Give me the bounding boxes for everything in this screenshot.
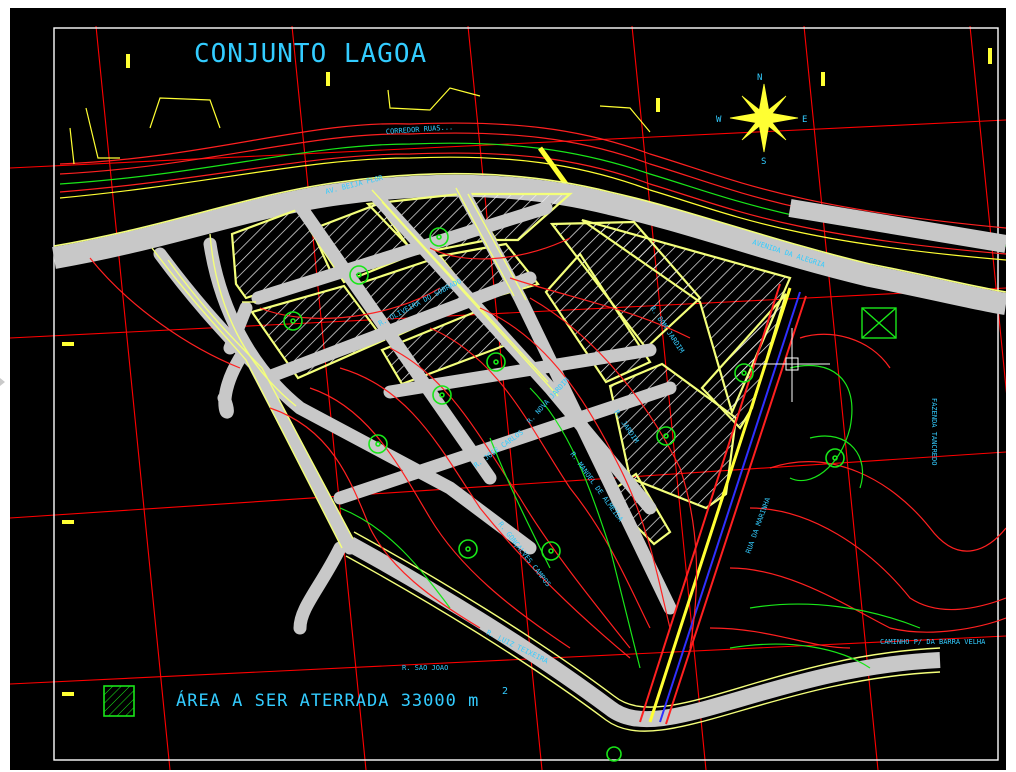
site-plan-drawing[interactable]: N S W E CONJUNTO LAGOA CORREDOR RUAS... … xyxy=(10,8,1006,770)
label-lower-right: CAMINHO P/ DA BARRA VELHA xyxy=(880,638,986,646)
compass-rose: N S W E xyxy=(716,73,807,167)
drawing-frame xyxy=(53,27,999,761)
contour-lines-red xyxy=(89,237,1006,659)
contour-lines-green xyxy=(339,364,921,669)
compass-east: E xyxy=(802,115,807,125)
legend-superscript: 2 xyxy=(502,686,508,697)
canvas-background xyxy=(10,8,1006,770)
cad-viewport[interactable]: N S W E CONJUNTO LAGOA CORREDOR RUAS... … xyxy=(10,8,1006,770)
main-avenue xyxy=(52,174,1006,315)
drawing-title: CONJUNTO LAGOA xyxy=(194,39,427,69)
legend-hatch-swatch xyxy=(103,685,135,717)
label-r-right-vertical: FAZENDA TANCREDO xyxy=(930,398,938,465)
legend-label: ÁREA A SER ATERRADA 33000 m xyxy=(176,689,479,711)
pointer-icon xyxy=(0,378,5,386)
southern-road xyxy=(346,536,941,728)
street-edges xyxy=(151,187,559,549)
compass-south: S xyxy=(761,157,766,167)
legend: ÁREA A SER ATERRADA 33000 m 2 xyxy=(103,685,508,717)
tree-markers xyxy=(283,227,845,762)
compass-west: W xyxy=(716,115,722,125)
right-plot xyxy=(861,307,897,339)
grid-ticks xyxy=(62,48,992,696)
label-r-lower: R. SAO JOAO xyxy=(402,664,448,672)
compass-north: N xyxy=(757,73,762,83)
landfill-area-blocks xyxy=(230,192,792,546)
crosshair-cursor[interactable] xyxy=(754,328,830,402)
